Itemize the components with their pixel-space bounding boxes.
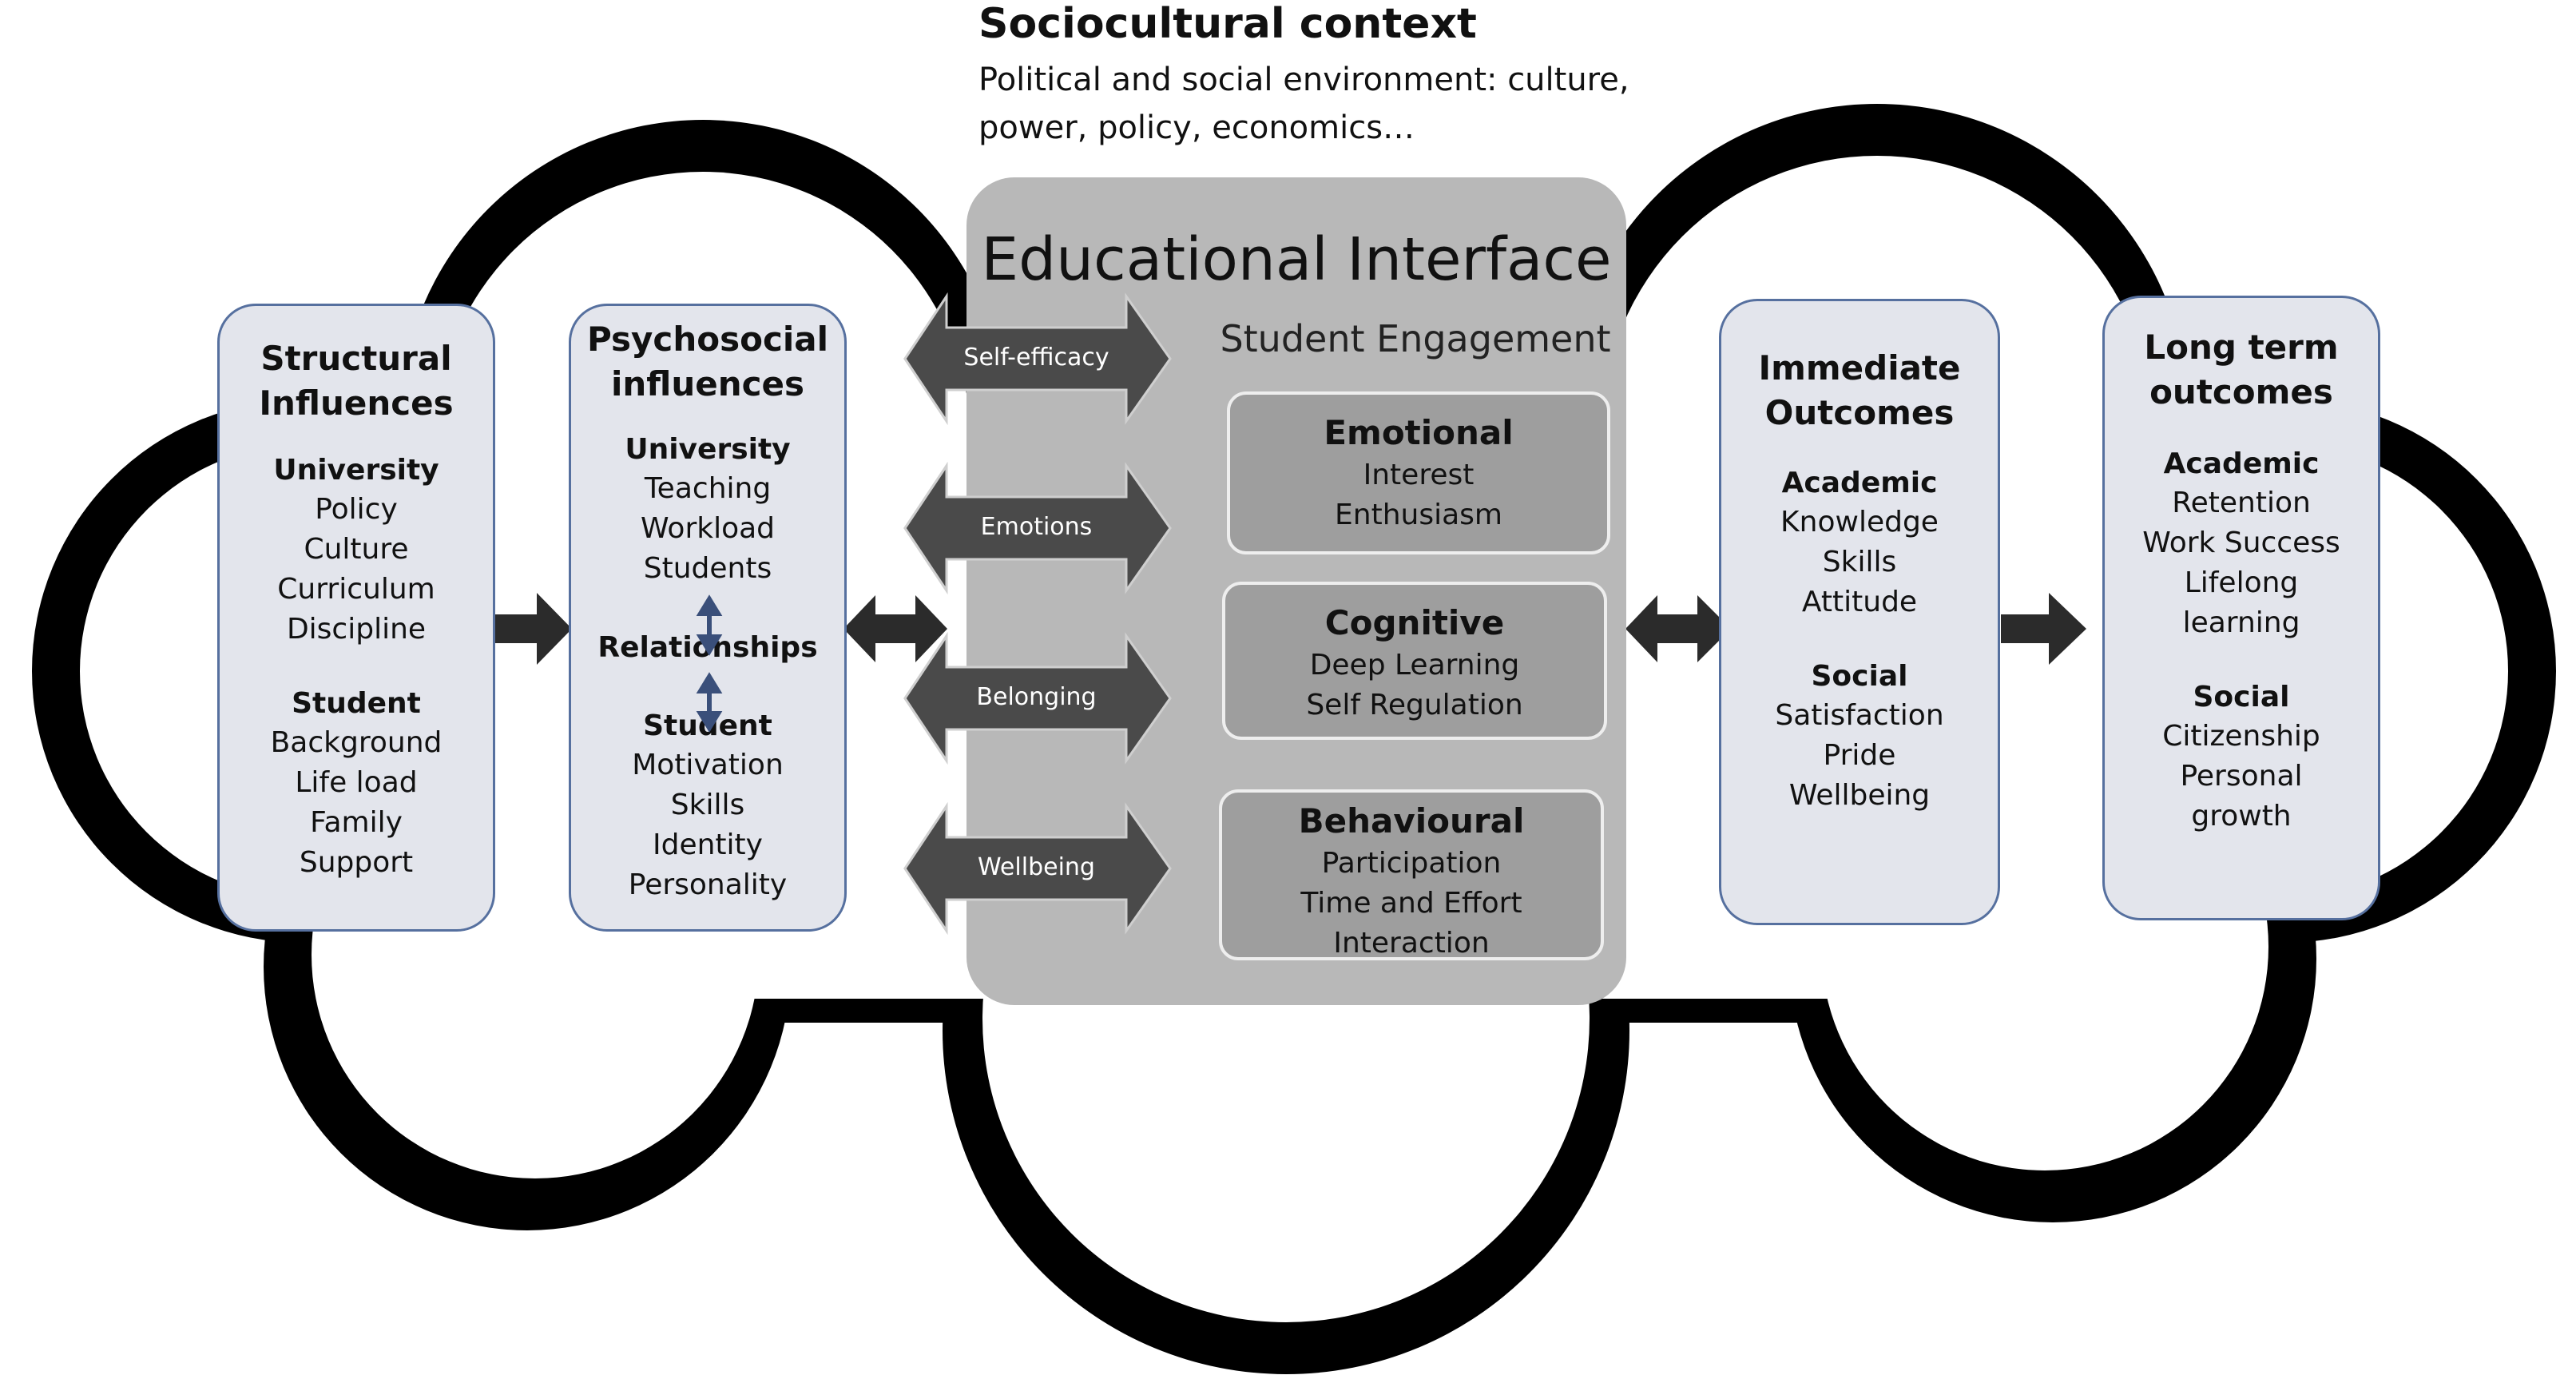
- behavioural-item: Participation: [1321, 847, 1502, 880]
- immediate-academic-item: Skills: [1822, 546, 1897, 578]
- arrow-label-wellbeing: Wellbeing: [978, 853, 1095, 881]
- behavioural-heading: Behavioural: [1298, 801, 1525, 841]
- behavioural-engagement-box: Behavioural Participation Time and Effor…: [1219, 789, 1604, 960]
- emotional-item: Interest: [1363, 459, 1475, 491]
- psychosocial-university-item: Workload: [640, 512, 776, 545]
- long-term-outcomes-box: Long term outcomes Academic Retention Wo…: [2102, 296, 2380, 920]
- longterm-academic-item: Retention: [2172, 487, 2311, 519]
- immediate-social-item: Satisfaction: [1775, 699, 1944, 732]
- immediate-academic-item: Attitude: [1801, 586, 1918, 618]
- arrow-label-emotions: Emotions: [980, 513, 1093, 541]
- psychosocial-student-item: Identity: [653, 829, 763, 861]
- cognitive-engagement-box: Cognitive Deep Learning Self Regulation: [1222, 582, 1607, 740]
- emotional-item: Enthusiasm: [1335, 499, 1502, 531]
- emotional-engagement-box: Emotional Interest Enthusiasm: [1227, 391, 1610, 554]
- psychosocial-university-item: Teaching: [644, 472, 772, 505]
- immediate-social-item: Pride: [1823, 739, 1896, 772]
- psychosocial-student-item: Motivation: [632, 749, 784, 781]
- psychosocial-heading-2: influences: [610, 364, 805, 403]
- immediate-academic-label: Academic: [1781, 467, 1938, 499]
- longterm-heading-2: outcomes: [2149, 372, 2333, 411]
- connector-arrows: [489, 593, 2086, 665]
- sociocultural-description: Political and social environment: cultur…: [978, 56, 1649, 152]
- structural-student-item: Life load: [295, 766, 418, 799]
- emotional-heading: Emotional: [1324, 413, 1514, 452]
- structural-to-psychosocial-arrow: [489, 593, 572, 665]
- structural-influences-box: Structural Influences University Policy …: [217, 304, 495, 932]
- psychosocial-interface-double-arrow: [843, 595, 947, 662]
- structural-student-label: Student: [292, 687, 421, 720]
- immediate-heading-2: Outcomes: [1764, 393, 1955, 432]
- arrow-label-belonging: Belonging: [976, 683, 1097, 711]
- arrow-label-self-efficacy: Self-efficacy: [963, 344, 1109, 372]
- immediate-to-longterm-arrow: [2001, 593, 2086, 665]
- educational-interface-title: Educational Interface: [981, 225, 1612, 294]
- immediate-social-item: Wellbeing: [1788, 779, 1931, 812]
- interface-outcomes-double-arrow: [1625, 595, 1731, 662]
- psychosocial-student-item: Skills: [670, 789, 745, 821]
- immediate-academic-item: Knowledge: [1780, 506, 1939, 538]
- psychosocial-university-label: University: [625, 433, 791, 466]
- immediate-heading-1: Immediate: [1758, 348, 1961, 387]
- structural-student-item: Support: [299, 846, 414, 879]
- psychosocial-university-item: Students: [643, 552, 772, 585]
- cognitive-item: Self Regulation: [1306, 689, 1523, 721]
- student-engagement-label: Student Engagement: [1220, 317, 1611, 360]
- structural-university-item: Policy: [315, 493, 398, 526]
- immediate-social-label: Social: [1811, 660, 1908, 693]
- cognitive-heading: Cognitive: [1324, 603, 1505, 642]
- longterm-social-item: growth: [2191, 800, 2292, 833]
- psychosocial-student-item: Personality: [628, 868, 788, 901]
- longterm-social-label: Social: [2193, 681, 2290, 713]
- structural-heading-1: Structural: [260, 339, 452, 378]
- longterm-social-item: Personal: [2180, 760, 2303, 793]
- structural-university-item: Discipline: [286, 613, 427, 646]
- sociocultural-line-2: power, policy, economics…: [978, 109, 1415, 146]
- psychosocial-heading-1: Psychosocial: [587, 320, 828, 359]
- behavioural-item: Time and Effort: [1300, 887, 1522, 920]
- sociocultural-line-1: Political and social environment: cultur…: [978, 62, 1629, 98]
- behavioural-item: Interaction: [1333, 927, 1490, 960]
- structural-university-item: Culture: [304, 533, 409, 566]
- structural-student-item: Family: [310, 806, 403, 839]
- longterm-academic-item: Work Success: [2142, 527, 2340, 559]
- longterm-social-item: Citizenship: [2162, 720, 2320, 753]
- longterm-academic-item: Lifelong: [2184, 566, 2299, 599]
- structural-university-label: University: [273, 454, 439, 487]
- sociocultural-title-bg: [943, 0, 1661, 184]
- structural-university-item: Curriculum: [277, 573, 435, 606]
- longterm-heading-1: Long term: [2144, 328, 2339, 367]
- longterm-academic-label: Academic: [2163, 447, 2320, 480]
- sociocultural-title: Sociocultural context: [978, 0, 1477, 48]
- cognitive-item: Deep Learning: [1309, 649, 1520, 682]
- longterm-academic-item: learning: [2182, 606, 2300, 639]
- immediate-outcomes-box: Immediate Outcomes Academic Knowledge Sk…: [1719, 299, 2000, 925]
- structural-student-item: Background: [270, 726, 443, 759]
- psychosocial-influences-box: Psychosocial influences University Teach…: [569, 304, 847, 932]
- structural-heading-2: Influences: [259, 383, 454, 423]
